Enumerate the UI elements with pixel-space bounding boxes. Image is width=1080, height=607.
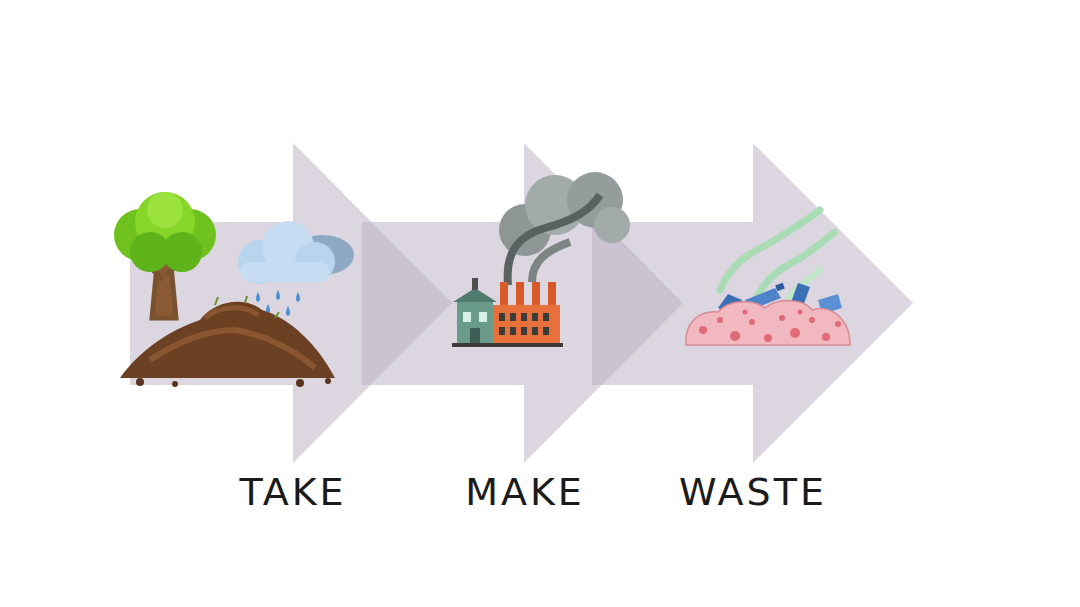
soil-pile-icon (120, 296, 335, 387)
step-label: MAKE (465, 473, 585, 511)
step-label: WASTE (679, 473, 827, 511)
step-label: TAKE (239, 473, 346, 511)
rain-cloud-icon (238, 221, 354, 316)
factory-icon (452, 278, 563, 347)
waste-pile-icon (686, 210, 850, 345)
factory-smoke (499, 172, 630, 285)
tree-icon (114, 192, 216, 318)
